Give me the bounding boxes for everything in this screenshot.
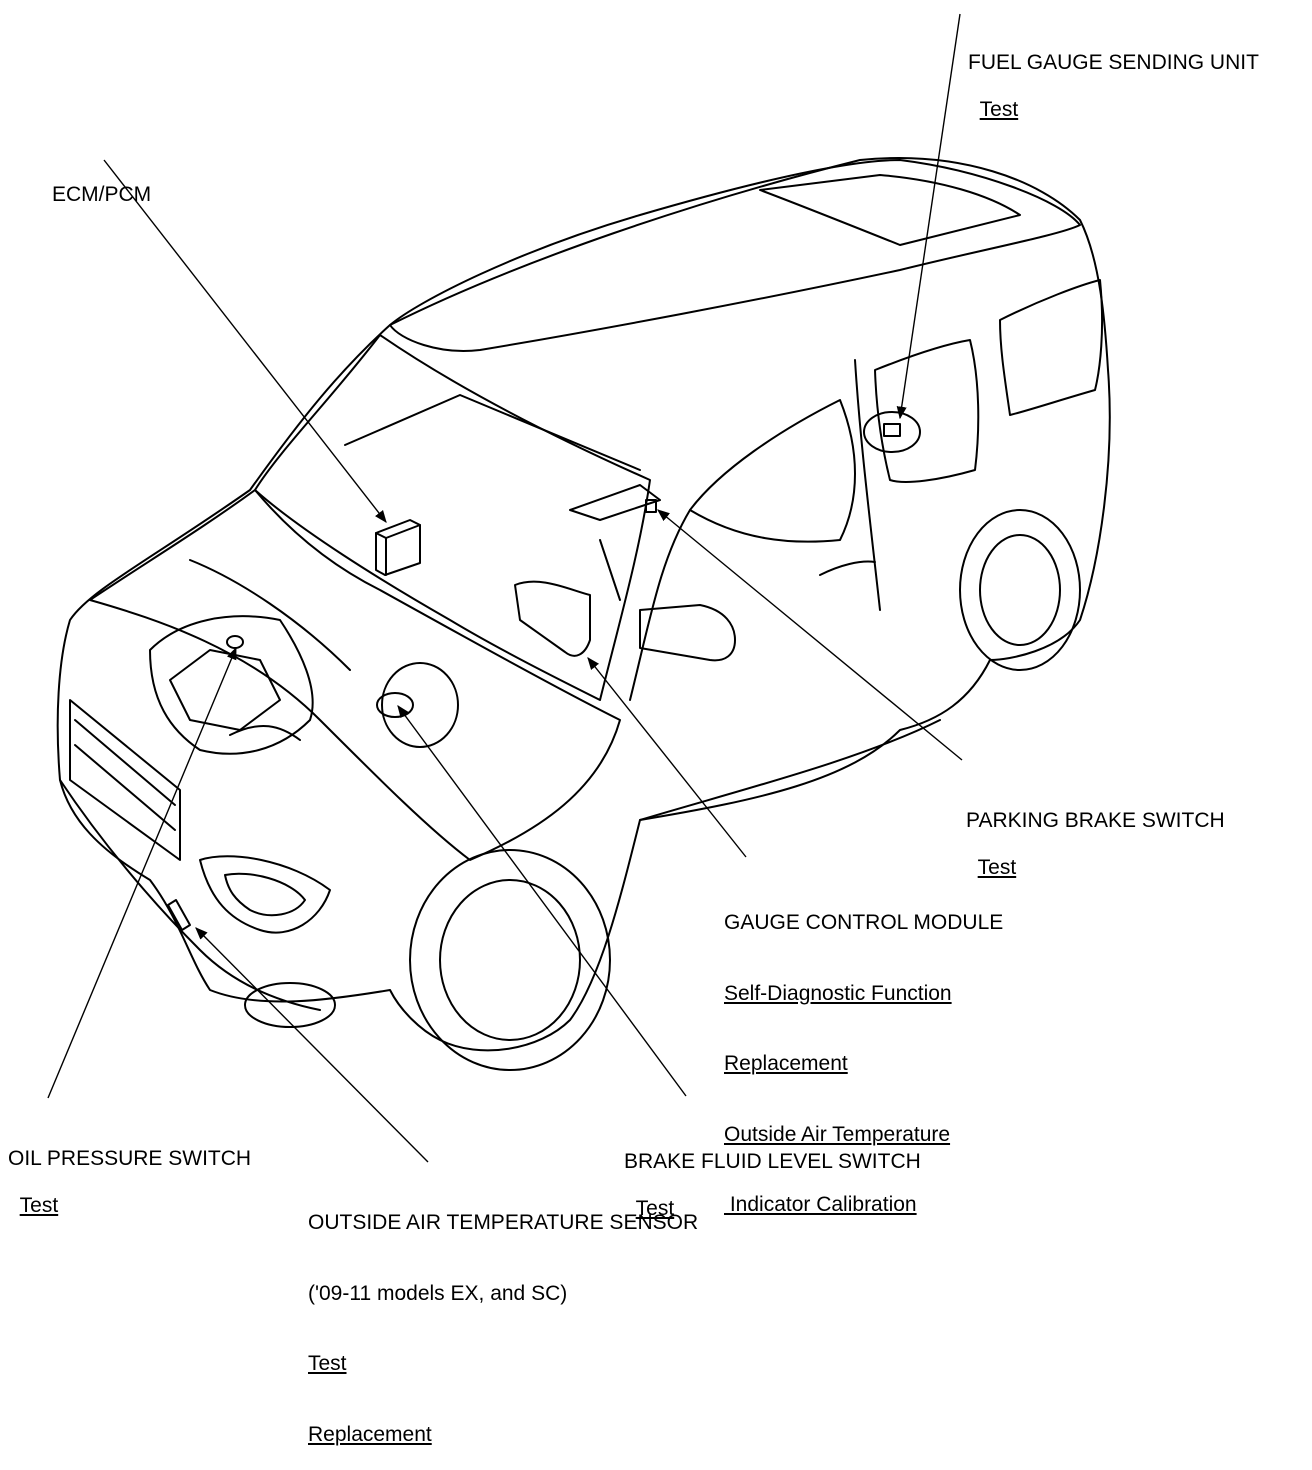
outside-air-temperature-sensor-title: OUTSIDE AIR TEMPERATURE SENSOR [308, 1211, 699, 1234]
engine-detail [169, 649, 281, 731]
front-door-window [689, 399, 856, 543]
rear-wheel-inner [979, 534, 1061, 646]
gauge-control-module-title: GAUGE CONTROL MODULE [724, 911, 1004, 934]
leader-gauge-control [587, 657, 747, 858]
leader-ecm-pcm [103, 159, 387, 523]
fuel-gauge-sending-unit-part [863, 411, 921, 453]
rear-wheel [959, 509, 1081, 671]
door-line-2 [854, 359, 881, 611]
a-pillar [569, 484, 661, 521]
engine-detail-2 [229, 724, 301, 741]
callout-outside-air-temperature-sensor: OUTSIDE AIR TEMPERATURE SENSOR ('09-11 m… [308, 1164, 698, 1470]
grille [69, 699, 181, 861]
self-diagnostic-function-link[interactable]: Self-Diagnostic Function [724, 981, 952, 1005]
headlight [199, 855, 331, 934]
fog-lamp [244, 982, 336, 1028]
headlight-inner [224, 872, 306, 917]
outside-air-temperature-link[interactable]: Outside Air Temperature [724, 1122, 951, 1146]
leader-parking-brake [657, 509, 963, 761]
grille-bar-2 [74, 744, 176, 831]
side-lower [639, 719, 941, 821]
windshield [254, 334, 651, 701]
hood-crease [189, 559, 351, 671]
vehicle-component-locator-drawing [47, 13, 1111, 1163]
grille-bar [74, 719, 176, 806]
fuel-gauge-test-link[interactable]: Test [979, 98, 1019, 121]
front-bumper [59, 779, 321, 1011]
outside-air-temp-sensor-part [167, 899, 191, 931]
outside-air-sensor-test-link[interactable]: Test [308, 1352, 347, 1375]
parking-brake-switch-part [645, 499, 657, 513]
leader-fuel-gauge [896, 13, 961, 420]
brake-fluid-reservoir [381, 662, 459, 748]
ecm-pcm-box [375, 519, 421, 576]
engine-block [149, 615, 314, 755]
dash-bracket [599, 539, 621, 601]
outside-air-sensor-models-note: ('09-11 models EX, and SC) [308, 1281, 568, 1305]
callout-oil-pressure-switch: OIL PRESSURE SWITCH Test [8, 1100, 251, 1218]
oil-pressure-switch-title: OIL PRESSURE SWITCH [8, 1147, 252, 1170]
gauge-control-module [514, 580, 591, 657]
rear-quarter-window [999, 279, 1104, 416]
indicator-calibration-link[interactable]: Indicator Calibration [724, 1193, 917, 1216]
gauge-control-replacement-link[interactable]: Replacement [724, 1052, 848, 1075]
oil-pressure-switch-part [226, 635, 244, 649]
front-wheel [409, 849, 611, 1071]
car-body-outline [56, 157, 1111, 1052]
leader-brake-fluid [397, 704, 687, 1097]
door-handle [819, 560, 876, 576]
callout-brake-fluid-level-switch: BRAKE FLUID LEVEL SWITCH Test [624, 1103, 921, 1221]
ecm-pcm-title: ECM/PCM [52, 183, 152, 206]
hood [89, 489, 621, 861]
fuel-gauge-sending-unit-title: FUEL GAUGE SENDING UNIT [968, 51, 1259, 74]
callout-parking-brake-switch: PARKING BRAKE SWITCH Test [966, 762, 1225, 880]
callout-ecm-pcm: ECM/PCM [52, 136, 151, 230]
roof-panel [759, 174, 1021, 246]
rear-door-window [874, 339, 980, 483]
leader-oil-pressure [47, 646, 237, 1099]
outside-air-sensor-replacement-link[interactable]: Replacement [308, 1422, 432, 1446]
callout-fuel-gauge-sending-unit: FUEL GAUGE SENDING UNIT Test [968, 4, 1259, 122]
parking-brake-switch-title: PARKING BRAKE SWITCH [966, 809, 1225, 832]
oil-pressure-test-link[interactable]: Test [19, 1194, 59, 1217]
leader-outside-air-sensor [195, 927, 429, 1163]
roof-outline [389, 159, 1081, 352]
brake-fluid-level-switch-title: BRAKE FLUID LEVEL SWITCH [624, 1150, 921, 1173]
windshield-inner [344, 394, 641, 471]
front-wheel-inner [439, 879, 581, 1041]
side-mirror [639, 604, 736, 662]
callout-gauge-control-module: GAUGE CONTROL MODULE Self-Diagnostic Fun… [724, 864, 1003, 1240]
parking-brake-test-link[interactable]: Test [977, 856, 1017, 879]
brake-fluid-test-link[interactable]: Test [635, 1197, 675, 1220]
